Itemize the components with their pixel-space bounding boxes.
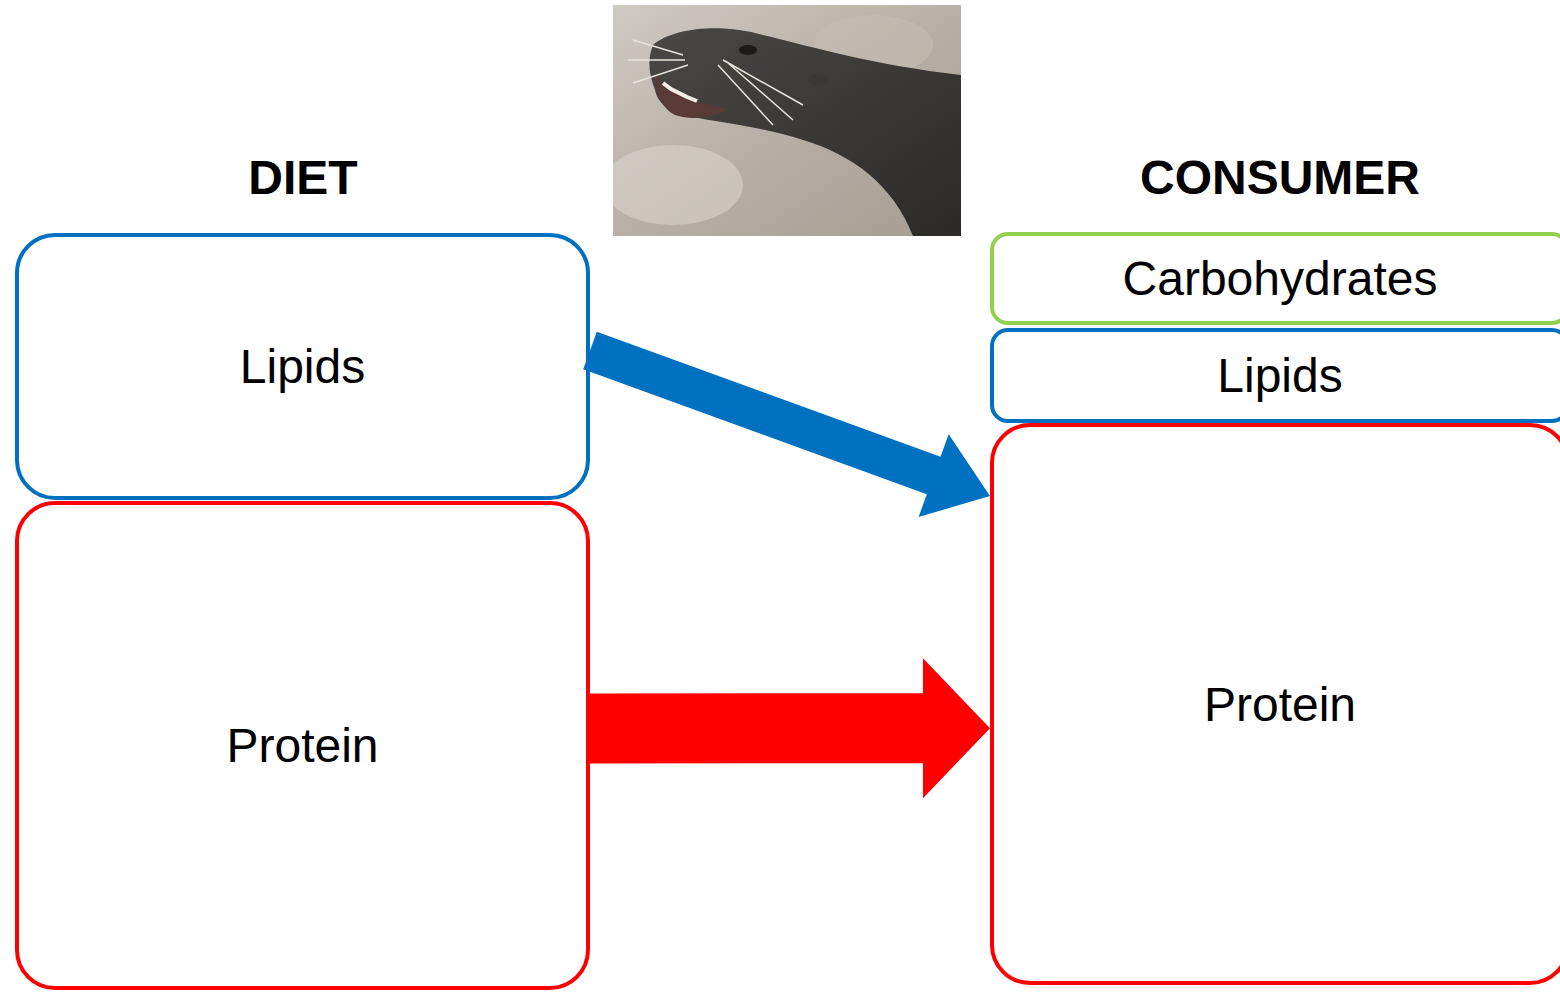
diet-protein-box: Protein xyxy=(15,501,590,990)
box-label: Lipids xyxy=(1217,348,1342,403)
consumer-protein-box: Protein xyxy=(990,423,1560,985)
box-label: Lipids xyxy=(240,339,365,394)
box-label: Protein xyxy=(226,718,378,773)
flow-arrow xyxy=(583,332,990,517)
sea-lion-photo xyxy=(613,5,961,236)
consumer-lipid-box: Lipids xyxy=(990,328,1560,423)
box-label: Protein xyxy=(1204,677,1356,732)
column-heading: DIET xyxy=(248,150,357,205)
flow-arrow xyxy=(590,658,990,798)
diet-lipid-box: Lipids xyxy=(15,233,590,500)
box-label: Carbohydrates xyxy=(1123,251,1438,306)
column-heading: CONSUMER xyxy=(1140,150,1420,205)
consumer-carbohydrate-box: Carbohydrates xyxy=(990,232,1560,325)
